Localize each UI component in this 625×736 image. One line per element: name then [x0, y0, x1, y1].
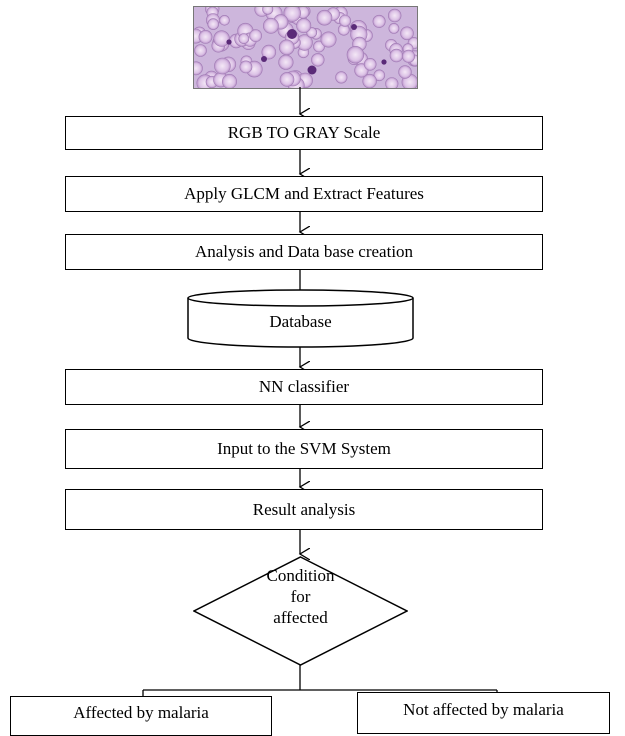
database-cylinder: Database: [186, 288, 415, 350]
red-blood-cell: [198, 29, 213, 44]
red-blood-cell: [283, 7, 301, 22]
red-blood-cell: [214, 57, 231, 75]
blood-smear-graphic: [194, 7, 417, 88]
parasite-cell: [261, 56, 267, 62]
step-apply-glcm-label: Apply GLCM and Extract Features: [184, 184, 424, 204]
step-analysis-database-creation-label: Analysis and Data base creation: [194, 242, 414, 262]
red-blood-cell: [385, 77, 399, 88]
outcome-affected: Affected by malaria: [10, 696, 272, 736]
decision-text-line-1: Condition: [266, 566, 335, 585]
red-blood-cell: [278, 39, 295, 56]
decision-text-line-3: affected: [273, 608, 328, 627]
parasite-cell: [226, 39, 232, 45]
blood-smear-image: [193, 6, 418, 89]
red-blood-cell: [194, 44, 207, 57]
outcome-not-affected-label: Not affected by malaria: [403, 700, 564, 720]
red-blood-cell: [320, 31, 337, 48]
parasite-cell: [307, 65, 317, 75]
red-blood-cell: [239, 60, 253, 74]
step-svm-input-label: Input to the SVM System: [217, 439, 391, 459]
red-blood-cell: [363, 57, 377, 71]
decision-diamond: Condition for affected: [193, 556, 408, 666]
red-blood-cell: [238, 33, 250, 44]
red-blood-cell: [388, 22, 400, 34]
decision-diamond-shape: [193, 556, 408, 666]
red-blood-cell: [213, 30, 230, 47]
red-blood-cell: [311, 53, 325, 67]
parasite-cell: [287, 29, 297, 39]
step-nn-classifier: NN classifier: [65, 369, 543, 405]
red-blood-cell: [316, 9, 333, 26]
red-blood-cell: [279, 72, 295, 87]
red-blood-cell: [222, 74, 237, 88]
red-blood-cell: [207, 18, 220, 30]
red-blood-cell: [339, 14, 352, 27]
database-cylinder-shape: [187, 289, 414, 348]
red-blood-cell: [402, 49, 416, 63]
step-result-analysis: Result analysis: [65, 489, 543, 530]
outcome-affected-label: Affected by malaria: [73, 703, 209, 723]
red-blood-cell: [262, 7, 274, 15]
red-blood-cell: [249, 29, 262, 42]
red-blood-cell: [261, 44, 277, 60]
step-apply-glcm: Apply GLCM and Extract Features: [65, 176, 543, 212]
red-blood-cell: [194, 61, 203, 76]
parasite-cell: [351, 24, 357, 30]
red-blood-cell: [388, 8, 402, 23]
parasite-cell: [381, 59, 387, 65]
step-nn-classifier-label: NN classifier: [258, 377, 350, 397]
step-result-analysis-label: Result analysis: [252, 499, 356, 519]
red-blood-cell: [263, 17, 279, 34]
decision-text-line-2: for: [290, 587, 311, 606]
step-rgb-to-gray-label: RGB TO GRAY Scale: [227, 123, 381, 143]
red-blood-cell: [346, 46, 365, 64]
step-rgb-to-gray: RGB TO GRAY Scale: [65, 116, 543, 150]
red-blood-cell: [296, 18, 312, 34]
step-svm-input: Input to the SVM System: [65, 429, 543, 469]
database-label: Database: [269, 312, 332, 331]
red-blood-cell: [372, 14, 386, 28]
red-blood-cell: [400, 26, 414, 41]
red-blood-cell: [335, 71, 348, 84]
outcome-not-affected: Not affected by malaria: [357, 692, 610, 734]
red-blood-cell: [398, 65, 412, 79]
step-analysis-database-creation: Analysis and Data base creation: [65, 234, 543, 270]
